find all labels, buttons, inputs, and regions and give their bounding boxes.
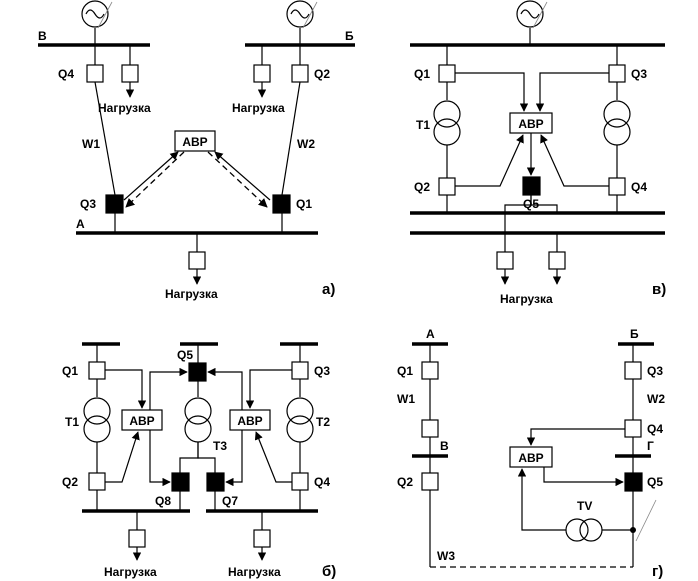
line-w3-label: W3 <box>437 549 455 563</box>
load-label: Нагрузка <box>104 565 157 579</box>
switch-q5-label: Q5 <box>177 348 193 362</box>
panel-g: А Б Q1 W1 В Q2 W3 Q3 W2 Q4 Г Q5 <box>397 327 665 580</box>
switch-q1-label: Q1 <box>62 364 78 378</box>
bus-g-label: Г <box>647 439 654 453</box>
abr-label: АВР <box>237 414 262 428</box>
switch-q2 <box>421 472 439 491</box>
switch-q3 <box>624 361 642 380</box>
switch-q4-label: Q4 <box>647 422 663 436</box>
switch-q1-label: Q1 <box>296 197 312 211</box>
switch-q2-label: Q2 <box>314 67 330 81</box>
bus-b-label: Б <box>345 29 354 43</box>
panel-a: В Б Q4 W1 Нагрузка Q2 W2 Нагрузка АВР Q3… <box>38 0 355 301</box>
transformer-icon <box>83 397 111 443</box>
bus-b-label: Б <box>630 327 639 341</box>
abr-block <box>121 409 163 431</box>
transformer-t2-label: T2 <box>316 415 330 429</box>
switch-q3-label: Q3 <box>80 197 96 211</box>
switch-q3 <box>291 361 309 380</box>
switch-q4 <box>86 64 104 83</box>
transformer-t1-label: T1 <box>65 415 79 429</box>
switch-q3-label: Q3 <box>647 364 663 378</box>
switch-q8 <box>171 472 190 492</box>
switch-q4 <box>608 177 626 196</box>
switch-q2 <box>88 472 106 491</box>
line-w2-label: W2 <box>647 392 665 406</box>
switch-q5-label: Q5 <box>647 475 663 489</box>
line-w1-label: W1 <box>82 137 100 151</box>
switch-q3 <box>105 194 124 214</box>
switch-q2-label: Q2 <box>62 475 78 489</box>
switch-q3-label: Q3 <box>631 67 647 81</box>
generator-icon <box>81 0 113 45</box>
bus-v-label: В <box>440 439 449 453</box>
tv-label: TV <box>577 499 592 513</box>
switch-q4 <box>624 419 642 438</box>
switch-q1 <box>272 194 291 214</box>
switch-q8-label: Q8 <box>155 494 171 508</box>
panel-b: Q1 T1 Q2 Q5 T3 Q8 Q7 Q3 <box>62 342 336 580</box>
switch-q2-label: Q2 <box>397 475 413 489</box>
switch-q2 <box>438 177 456 196</box>
switch-q2 <box>291 64 309 83</box>
switch-q1-label: Q1 <box>397 364 413 378</box>
load-label: Нагрузка <box>500 292 553 306</box>
load-label: Нагрузка <box>232 101 285 115</box>
bus-a-label: А <box>76 217 85 231</box>
switch-q2-label: Q2 <box>414 180 430 194</box>
generator-icon <box>516 0 548 45</box>
switch-q1 <box>438 64 456 83</box>
switch-q4-label: Q4 <box>58 67 74 81</box>
transformer-t3-label: T3 <box>213 439 227 453</box>
panel-tag: б) <box>322 563 336 580</box>
switch-q5 <box>522 176 541 196</box>
switch-q5 <box>624 472 643 492</box>
bus-v-label: В <box>38 29 47 43</box>
switch-q4 <box>291 472 309 491</box>
line-w2-label: W2 <box>297 137 315 151</box>
load-label: Нагрузка <box>98 101 151 115</box>
transformer-icon <box>603 100 631 146</box>
switch-q1 <box>421 361 439 380</box>
abr-block <box>229 409 271 431</box>
switch-q7-label: Q7 <box>222 494 238 508</box>
bus-a-label: А <box>426 327 435 341</box>
abr-label: АВР <box>129 414 154 428</box>
switch-q1-label: Q1 <box>414 67 430 81</box>
panel-tag: г) <box>652 563 663 580</box>
switch-q5 <box>188 362 207 382</box>
abr-block <box>509 446 553 468</box>
panel-v: Q1 T1 Q2 Q3 Q4 АВР Q5 <box>410 0 666 306</box>
load-label: Нагрузка <box>165 287 218 301</box>
load-label: Нагрузка <box>228 565 281 579</box>
generator-icon <box>286 0 318 45</box>
switch-q1 <box>88 361 106 380</box>
abr-label: АВР <box>518 117 543 131</box>
switch-q4-label: Q4 <box>314 475 330 489</box>
transformer-icon <box>286 397 314 443</box>
voltage-transformer-icon <box>565 518 603 542</box>
switch-q3 <box>608 64 626 83</box>
switch-q7 <box>206 472 225 492</box>
switch-q4-label: Q4 <box>631 180 647 194</box>
panel-tag: в) <box>652 281 666 298</box>
panel-tag: а) <box>322 281 335 298</box>
switch-q3-label: Q3 <box>314 364 330 378</box>
abr-label: АВР <box>518 451 543 465</box>
abr-block <box>174 130 216 152</box>
transformer-t1-label: T1 <box>416 118 430 132</box>
transformer-icon <box>184 397 212 443</box>
transformer-icon <box>433 100 461 146</box>
abr-label: АВР <box>182 135 207 149</box>
line-w1-label: W1 <box>397 392 415 406</box>
